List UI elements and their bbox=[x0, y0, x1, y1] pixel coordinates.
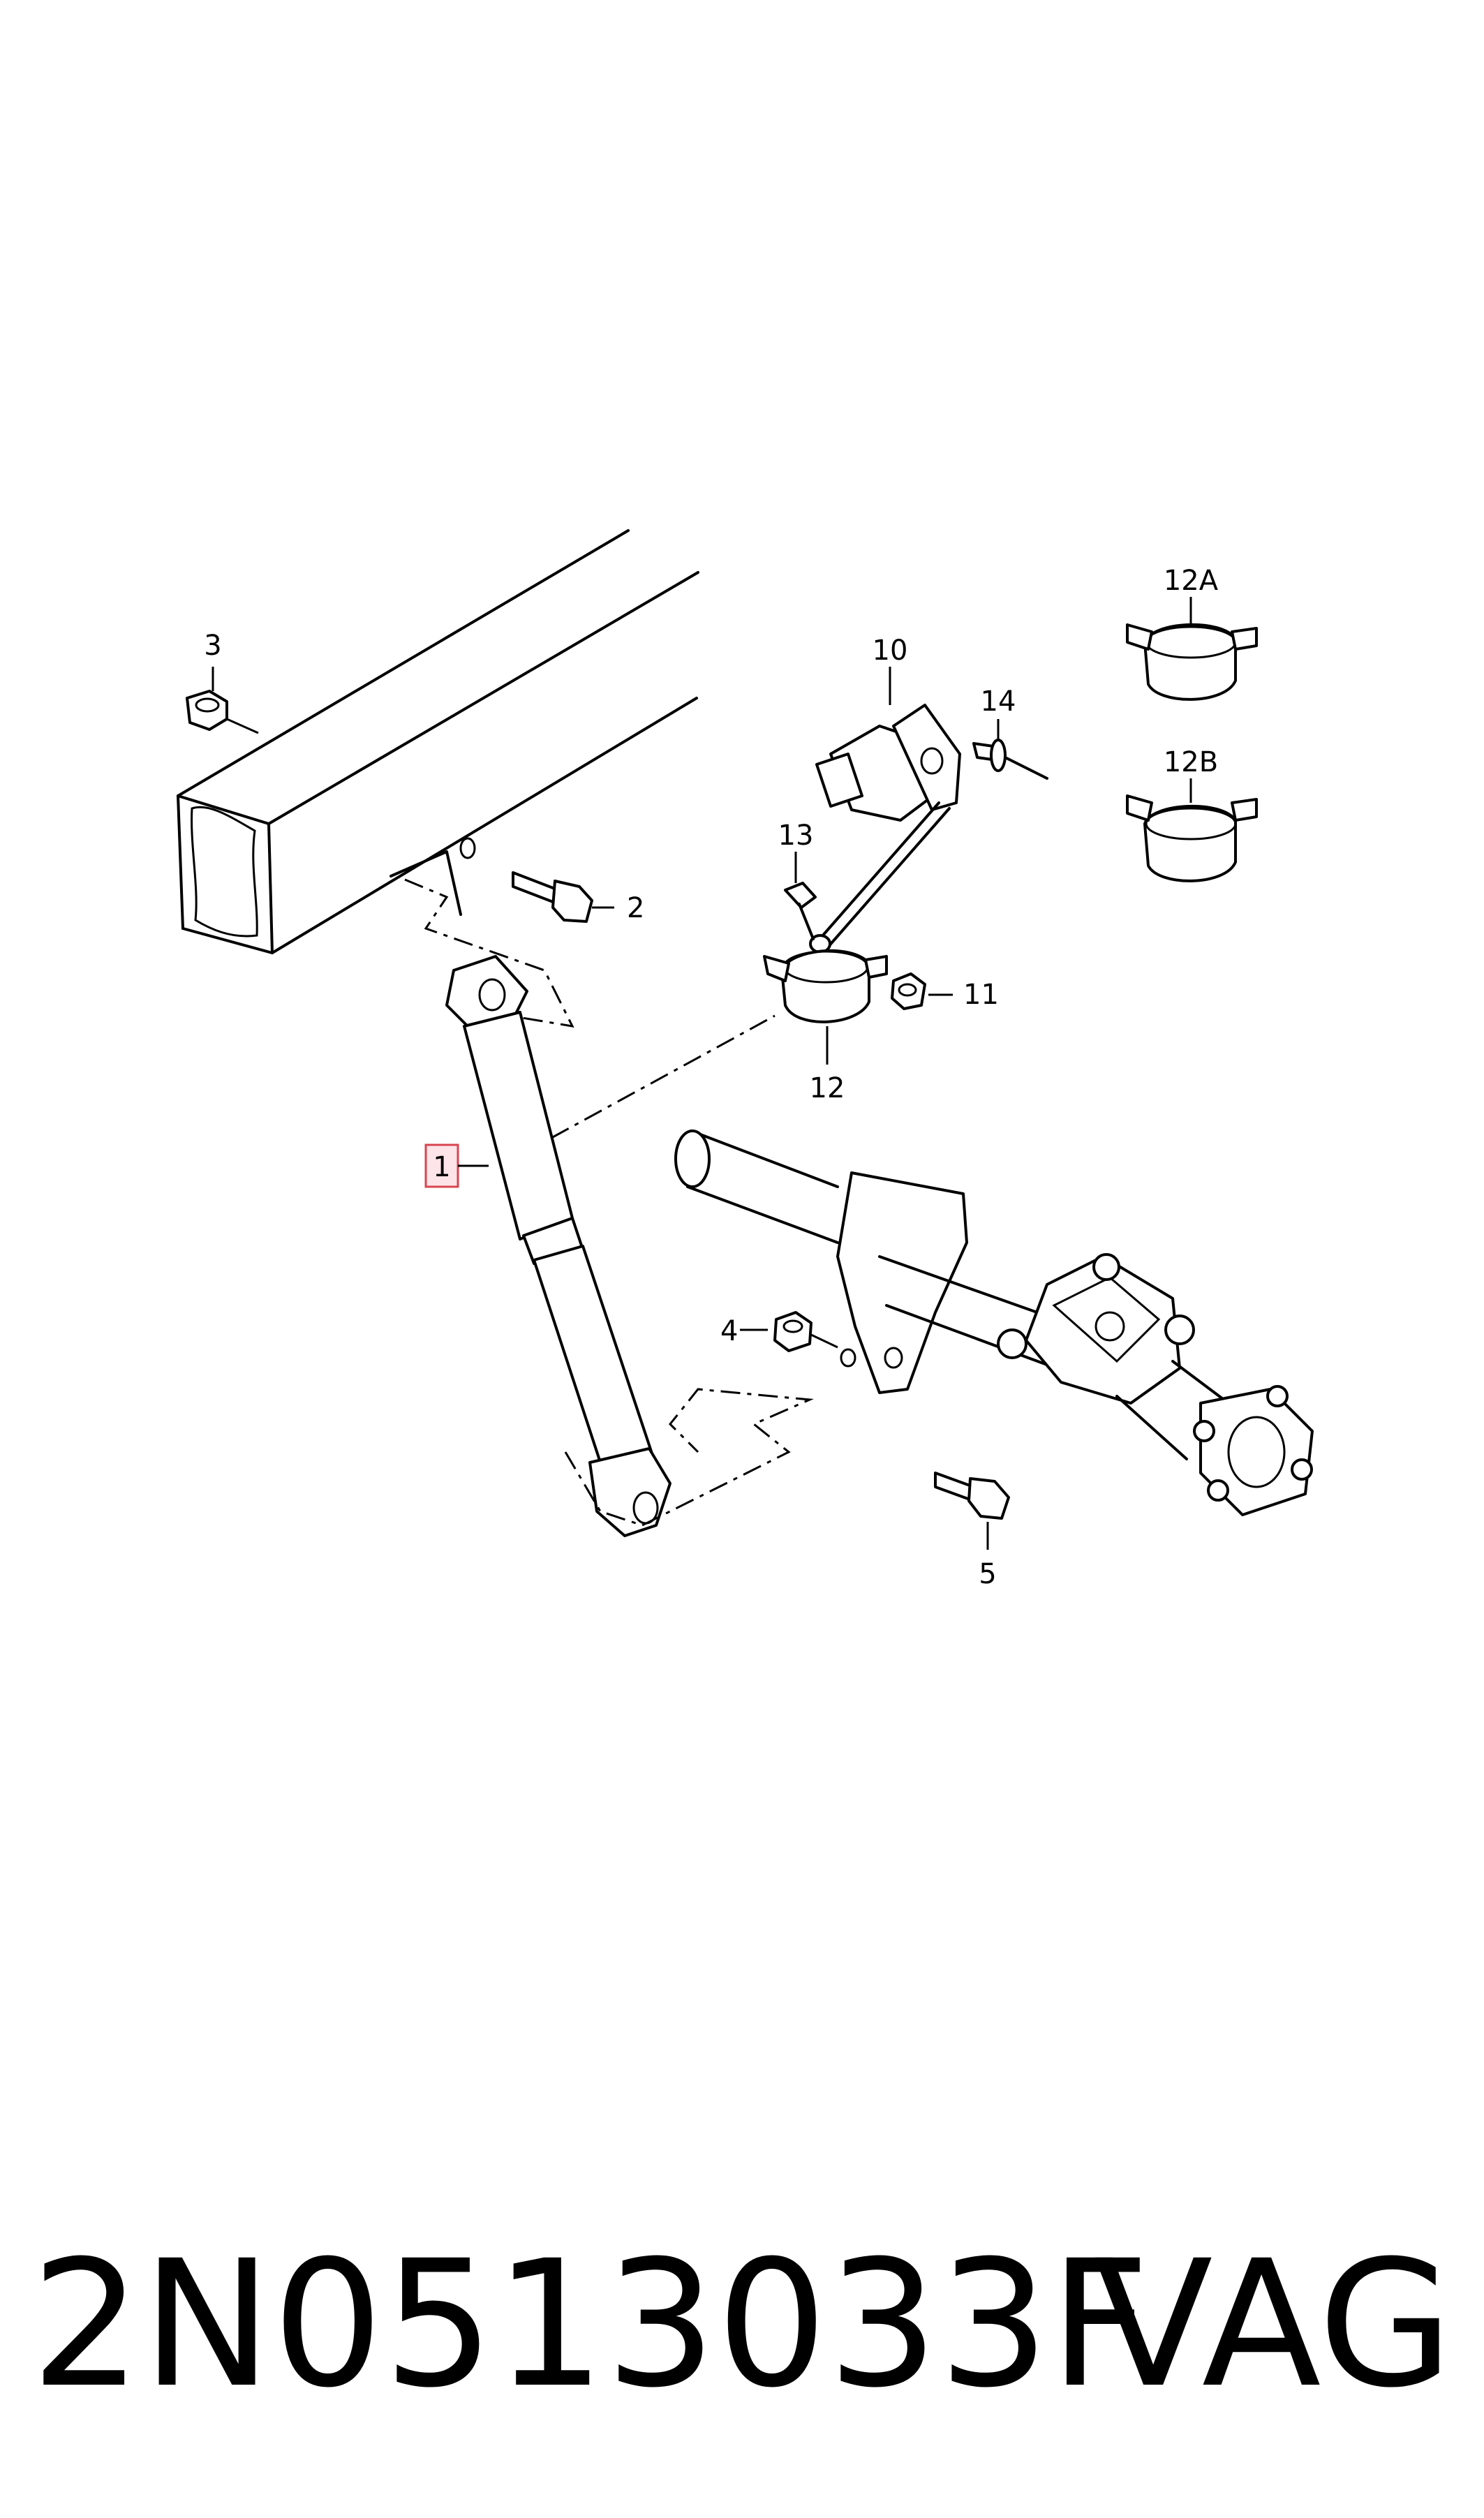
clamp-12A bbox=[1126, 597, 1258, 701]
shock-absorber bbox=[404, 878, 814, 1537]
nut-3 bbox=[186, 667, 259, 734]
callout-11[interactable]: 11 bbox=[963, 979, 999, 1011]
nut-4 bbox=[740, 1311, 838, 1352]
callout-10[interactable]: 10 bbox=[873, 635, 908, 667]
callout-4[interactable]: 4 bbox=[720, 1315, 738, 1347]
part-number: 2N0513033F bbox=[31, 2223, 1150, 2426]
bolt-5 bbox=[934, 1472, 1010, 1550]
callout-14[interactable]: 14 bbox=[981, 686, 1016, 718]
callout-12[interactable]: 12 bbox=[810, 1072, 845, 1104]
brand-name: VAG bbox=[1093, 2223, 1453, 2426]
nut-11 bbox=[891, 972, 953, 1010]
bolt-13 bbox=[784, 852, 817, 940]
callout-12A[interactable]: 12A bbox=[1164, 565, 1219, 597]
level-sensor-10 bbox=[809, 667, 961, 954]
callout-2[interactable]: 2 bbox=[627, 892, 644, 924]
pin-14 bbox=[972, 719, 1048, 780]
alignment-line bbox=[551, 1014, 776, 1139]
callout-1-highlight bbox=[424, 1143, 459, 1188]
callout-3[interactable]: 3 bbox=[204, 630, 221, 662]
callout-1[interactable]: 1 bbox=[433, 1151, 450, 1183]
callouts: 1 2 3 4 5 10 11 12 12A 12B 13 14 bbox=[204, 565, 1218, 1590]
bracket-12 bbox=[763, 949, 888, 1065]
clamp-12B bbox=[1126, 778, 1258, 882]
bolt-2 bbox=[459, 837, 614, 923]
chassis-beam bbox=[177, 529, 699, 954]
rear-axle bbox=[674, 1130, 1314, 1516]
callout-13[interactable]: 13 bbox=[778, 820, 814, 852]
footer: 2N0513033F VAG bbox=[0, 2220, 1484, 2429]
callout-5[interactable]: 5 bbox=[979, 1558, 996, 1590]
callout-12B[interactable]: 12B bbox=[1164, 746, 1218, 778]
